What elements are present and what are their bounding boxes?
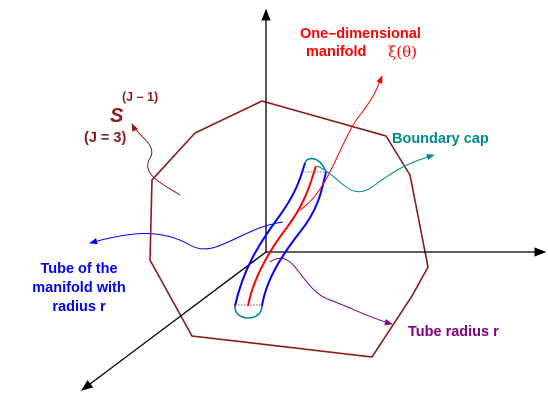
bottom-boundary-cap bbox=[234, 305, 263, 319]
manifold-curve bbox=[247, 165, 317, 307]
manifold-label-line1: One–dimensional bbox=[300, 26, 421, 42]
tube-outline-right bbox=[261, 171, 327, 307]
tube-radius-callout-arrow bbox=[269, 257, 393, 326]
boundary-cap-callout-arrow bbox=[316, 153, 435, 193]
xi-theta-label: ξ(θ) bbox=[388, 43, 417, 61]
top-boundary-cap bbox=[304, 157, 327, 173]
sphere-boundary bbox=[149, 100, 429, 358]
tube-outline-left bbox=[234, 162, 306, 307]
sphere-exponent: (J – 1) bbox=[122, 90, 158, 104]
y-axis bbox=[81, 251, 267, 391]
tube-radius-label: Tube radius r bbox=[408, 324, 499, 340]
manifold-label-line2: manifold bbox=[306, 44, 366, 60]
sphere-symbol: S bbox=[110, 105, 124, 127]
tube-callout-arrow bbox=[89, 221, 284, 250]
tube-label-line1: Tube of the bbox=[40, 261, 117, 277]
tube-label-line2: manifold with bbox=[32, 280, 125, 296]
boundary-cap-label: Boundary cap bbox=[392, 131, 489, 147]
j-value-label: (J = 3) bbox=[84, 130, 126, 146]
manifold-callout-arrow bbox=[299, 75, 383, 211]
sphere-callout-arrow bbox=[131, 123, 181, 196]
tube-label-line3: radius r bbox=[52, 299, 106, 315]
